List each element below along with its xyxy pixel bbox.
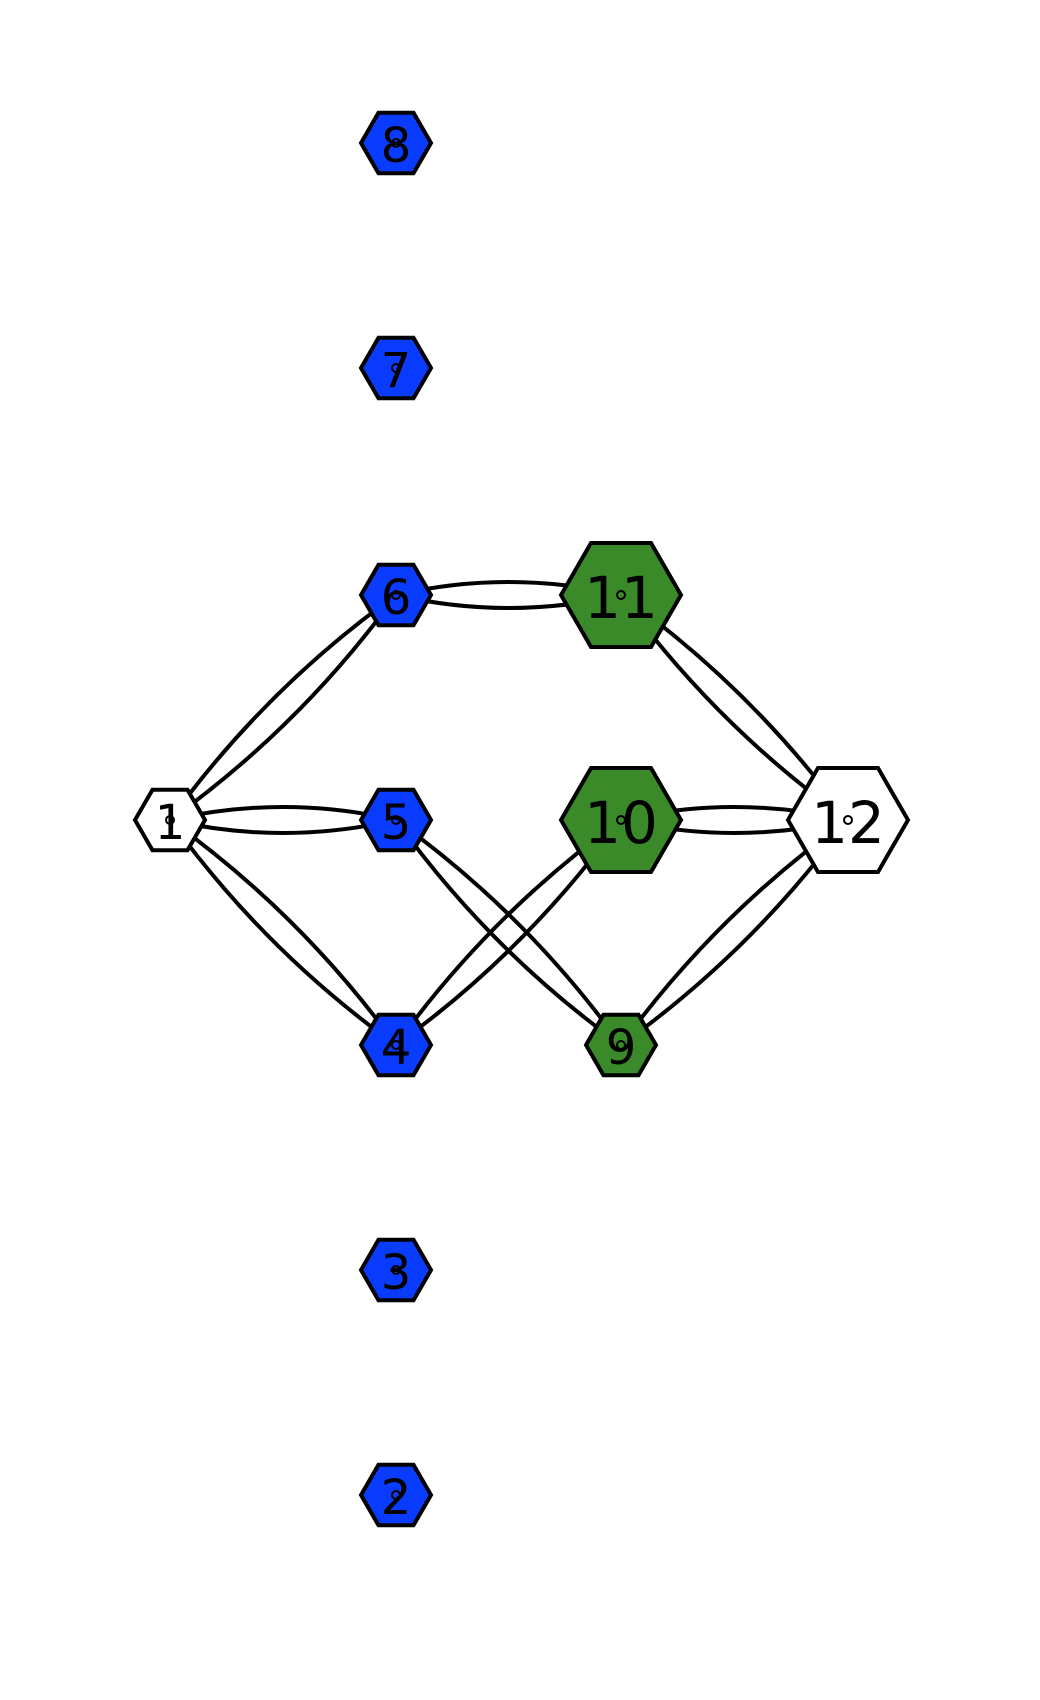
node-9-hexagon [583,1012,659,1078]
node-11-hexagon [558,541,684,649]
node-10-hexagon [558,766,684,874]
node-2-hexagon [358,1462,434,1528]
edge-1-4-a [168,818,398,1047]
node-1[interactable]: 1 [132,787,208,853]
node-6[interactable]: 6 [358,562,434,628]
node-4-center-marker [391,1040,401,1050]
node-1-hexagon [132,787,208,853]
node-8-center-marker [391,138,401,148]
node-2-center-marker [391,1490,401,1500]
node-7-hexagon [358,335,434,401]
node-4-hexagon [358,1012,434,1078]
node-11[interactable]: 11 [558,541,684,649]
edge-1-6-a [168,593,398,822]
node-8[interactable]: 8 [358,110,434,176]
node-5[interactable]: 5 [358,787,434,853]
node-3-hexagon [358,1237,434,1303]
edge-1-6-b [168,593,398,822]
node-7[interactable]: 7 [358,335,434,401]
node-3-center-marker [391,1265,401,1275]
node-12-center-marker [843,815,853,825]
node-2[interactable]: 2 [358,1462,434,1528]
node-10-center-marker [616,815,626,825]
node-9-center-marker [616,1040,626,1050]
node-5-hexagon [358,787,434,853]
node-7-center-marker [391,363,401,373]
node-11-center-marker [616,590,626,600]
node-12-hexagon [785,766,911,874]
node-12[interactable]: 12 [785,766,911,874]
node-4[interactable]: 4 [358,1012,434,1078]
edges-layer [168,580,850,1047]
node-6-center-marker [391,590,401,600]
node-5-center-marker [391,815,401,825]
node-8-hexagon [358,110,434,176]
edge-5-9-a [394,818,623,1047]
node-6-hexagon [358,562,434,628]
node-3[interactable]: 3 [358,1237,434,1303]
edge-5-9-b [394,818,623,1047]
node-9[interactable]: 9 [583,1012,659,1078]
node-10[interactable]: 10 [558,766,684,874]
node-1-center-marker [165,815,175,825]
edge-1-4-b [168,818,398,1047]
